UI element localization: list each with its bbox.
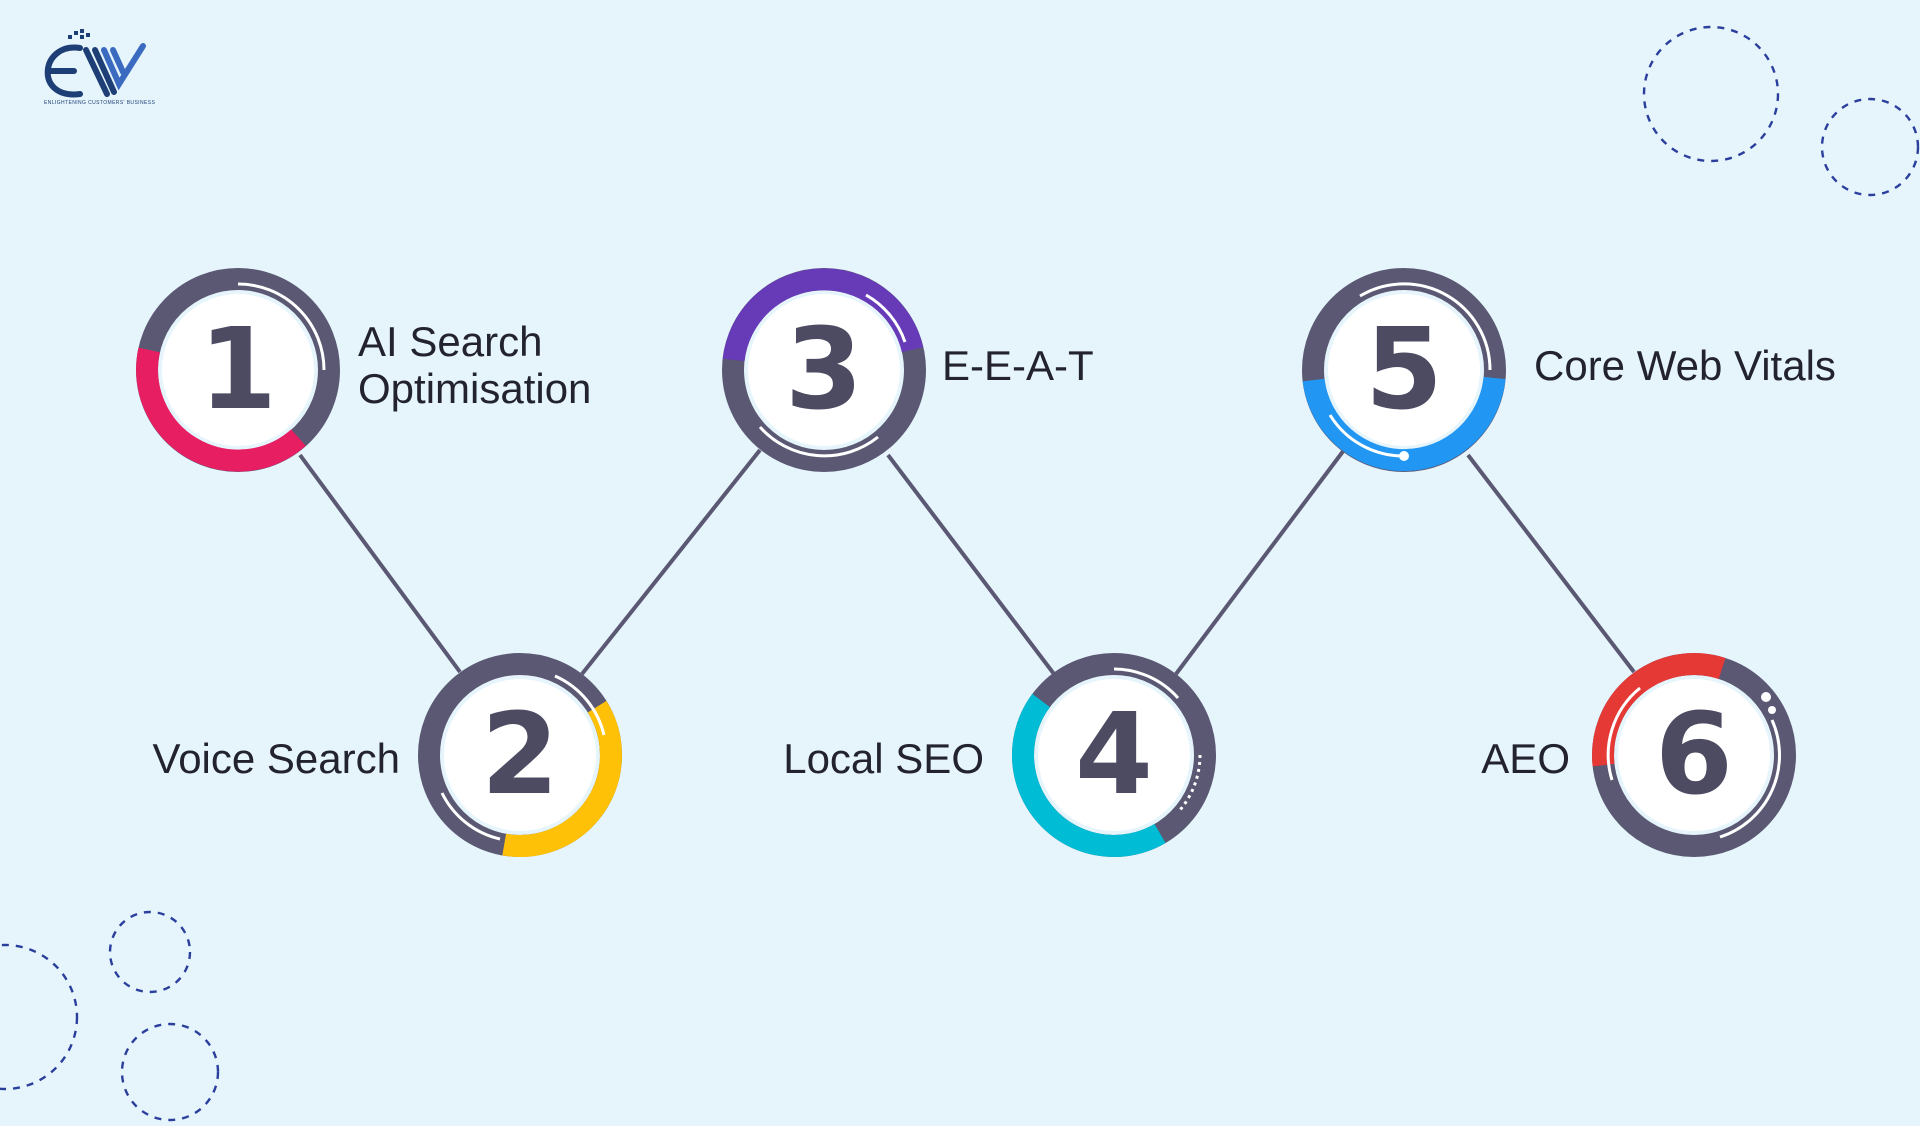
step-highlight-arc xyxy=(1719,719,1782,839)
step-number: 4 xyxy=(1075,690,1153,820)
step-inner-disc xyxy=(1038,679,1190,831)
logo-mark xyxy=(44,43,146,98)
step-accent-arc xyxy=(136,347,306,472)
step-highlight-arc xyxy=(758,426,879,458)
company-logo: ENLIGHTENING CUSTOMERS' BUSINESS xyxy=(44,29,155,106)
step-accent-arc xyxy=(502,700,622,857)
step-number: 2 xyxy=(481,690,559,820)
decor-circle xyxy=(1820,97,1920,197)
logo-dots xyxy=(68,29,90,39)
step-highlight-arc xyxy=(1178,754,1202,811)
step-highlight-arc xyxy=(865,293,907,343)
decor-circle xyxy=(108,910,192,994)
step-highlight-arc xyxy=(1606,686,1641,781)
step-label-line: Core Web Vitals xyxy=(1534,342,1836,389)
decorative-circles xyxy=(0,25,1920,1122)
connector-line xyxy=(1174,448,1346,676)
step-label-line: AEO xyxy=(1481,735,1570,782)
step-label-line: AI Search xyxy=(358,318,542,365)
step-highlight-arc xyxy=(1328,414,1405,458)
step-3: 3 E-E-A-T xyxy=(722,268,1094,472)
step-highlight-arc xyxy=(440,792,501,841)
step-inner-disc xyxy=(162,294,314,446)
step-highlight-dot xyxy=(1768,706,1776,714)
step-inner-disc xyxy=(748,294,900,446)
step-highlight-arc xyxy=(1113,667,1180,699)
step-label-line: Optimisation xyxy=(358,365,591,412)
step-highlight-dot xyxy=(1399,451,1409,461)
step-highlight-arc xyxy=(1359,282,1492,371)
decor-circle xyxy=(120,1022,220,1122)
step-inner-disc xyxy=(444,679,596,831)
step-number: 5 xyxy=(1365,305,1443,435)
step-1: 1 AI Search Optimisation xyxy=(136,268,591,472)
decor-circle xyxy=(0,943,79,1091)
step-label-line: Local SEO xyxy=(783,735,984,782)
step-highlight-dot xyxy=(1761,692,1771,702)
step-accent-arc xyxy=(722,268,924,362)
logo-tagline: ENLIGHTENING CUSTOMERS' BUSINESS xyxy=(44,100,155,106)
connector-line xyxy=(298,453,462,674)
connector-line xyxy=(1466,453,1636,674)
step-label-line: Voice Search xyxy=(153,735,401,782)
step-inner-disc xyxy=(1328,294,1480,446)
step-number: 3 xyxy=(785,305,863,435)
step-5: 5 Core Web Vitals xyxy=(1302,268,1836,472)
connector-line xyxy=(886,453,1056,676)
step-6: 6 AEO xyxy=(1481,653,1796,857)
step-accent-arc xyxy=(1012,693,1166,857)
connector-line xyxy=(580,448,762,676)
step-4: 4 Local SEO xyxy=(783,653,1216,857)
step-number: 1 xyxy=(199,305,277,435)
step-number: 6 xyxy=(1655,690,1733,820)
step-accent-arc xyxy=(1592,653,1726,767)
step-highlight-arc xyxy=(554,674,606,736)
step-label-line: E-E-A-T xyxy=(942,342,1094,389)
connector-lines xyxy=(298,448,1636,676)
step-2: 2 Voice Search xyxy=(153,653,622,857)
step-highlight-arc xyxy=(237,282,326,371)
step-inner-disc xyxy=(1618,679,1770,831)
decor-circle xyxy=(1642,25,1780,163)
